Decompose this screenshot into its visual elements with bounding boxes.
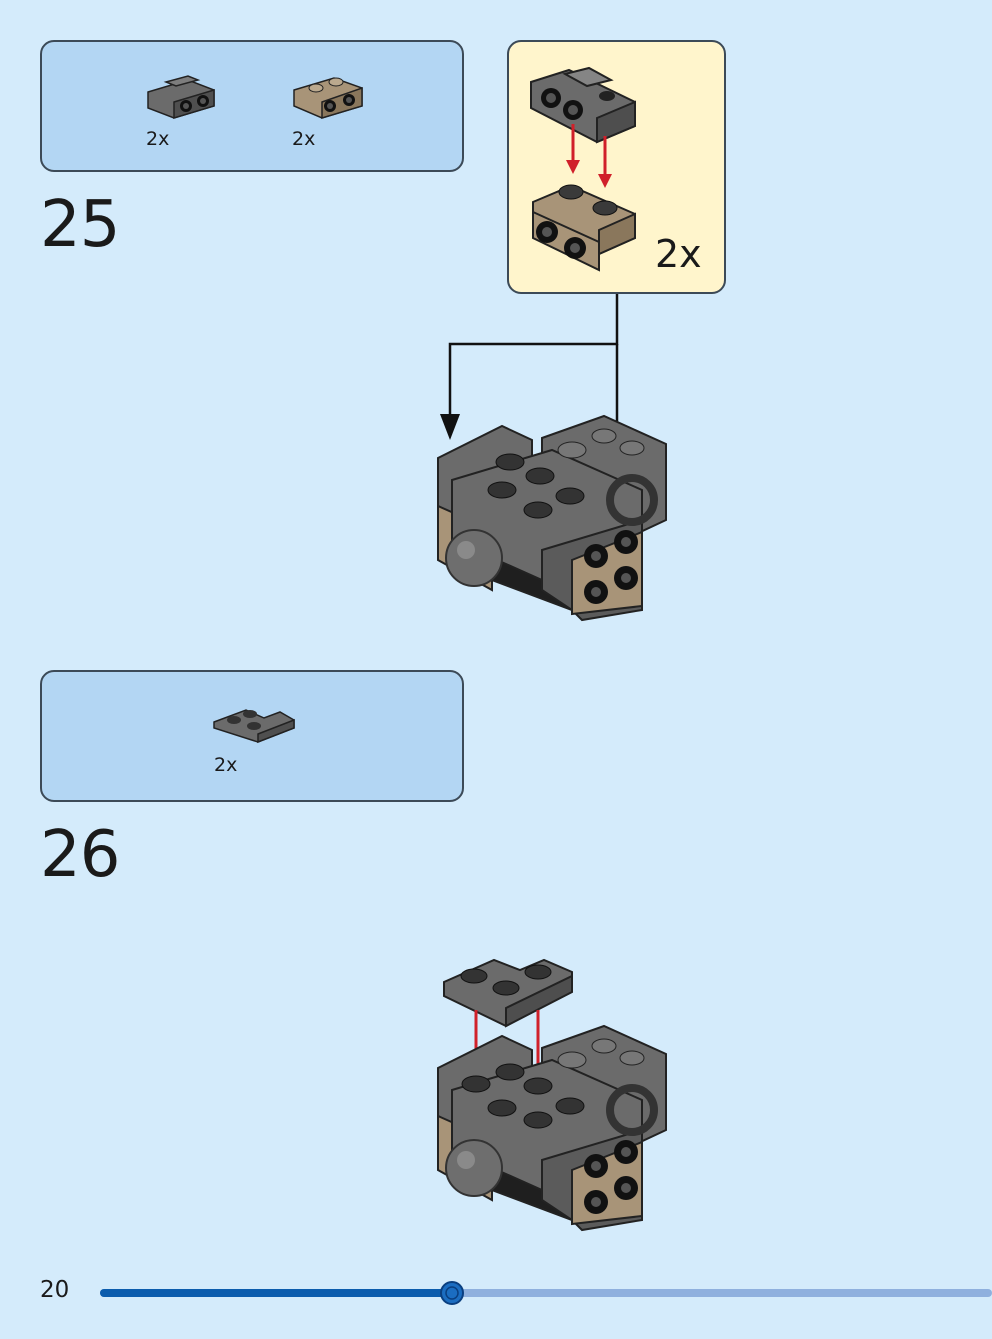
progress-bar	[100, 1281, 992, 1305]
part-qty: 2x	[146, 128, 170, 150]
subassembly-qty: 2x	[655, 232, 702, 276]
step-number: 26	[40, 818, 120, 892]
dark-gray-bracket-part	[147, 75, 215, 120]
part-qty: 2x	[292, 128, 316, 150]
progress-fill	[100, 1289, 452, 1297]
parts-box-step-25: 2x 2x	[40, 40, 464, 172]
subassembly-box: 2x	[507, 40, 726, 294]
tan-bracket-part	[293, 77, 363, 120]
step-25-model	[437, 414, 667, 622]
parts-box-step-26: 2x	[40, 670, 464, 802]
part-qty: 2x	[214, 754, 238, 776]
step-number: 25	[40, 188, 120, 262]
subassembly-diagram	[530, 66, 636, 272]
step-26-model	[437, 958, 667, 1232]
dark-gray-corner-plate-part	[213, 709, 295, 744]
page-number: 20	[40, 1277, 70, 1303]
